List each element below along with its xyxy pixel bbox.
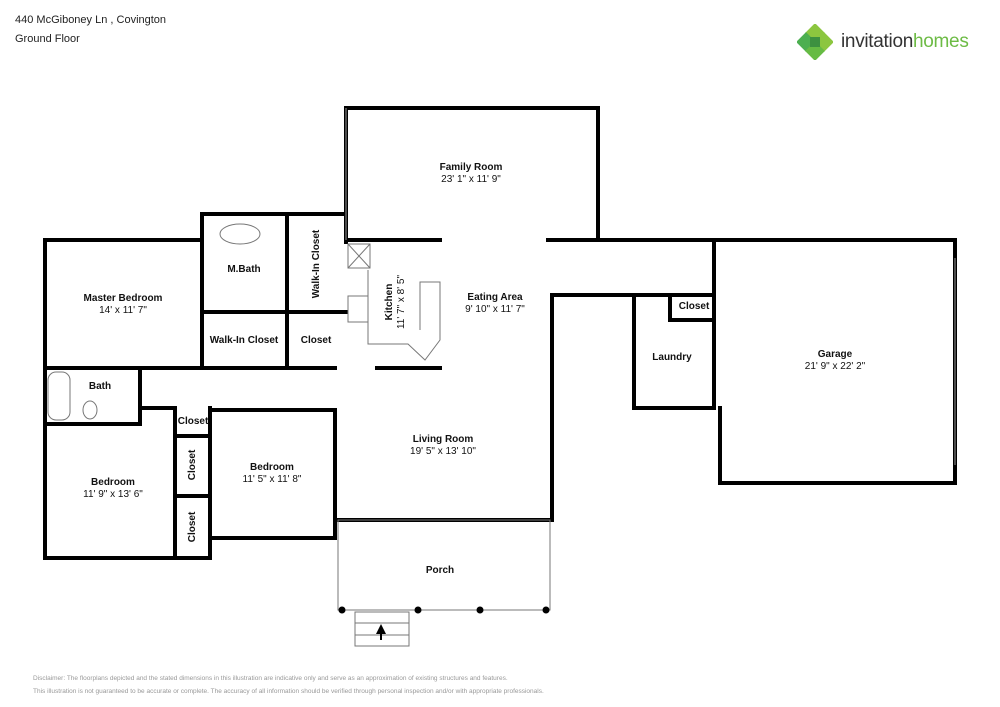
room-walk-in-closet: Walk-In Closet — [209, 335, 279, 346]
disclaimer-line-2: This illustration is not guaranteed to b… — [33, 688, 544, 695]
room-laundry: Laundry — [652, 352, 692, 363]
property-address: 440 McGiboney Ln , Covington — [15, 14, 167, 26]
room-m-bath: M.Bath — [227, 264, 261, 275]
disclaimer-line-1: Disclaimer: The floorplans depicted and … — [33, 675, 508, 682]
room-walk-in-closet-vertical: Walk-In Closet — [311, 229, 322, 299]
logo-wordmark: invitationhomes — [841, 31, 969, 52]
invitation-homes-logo: invitationhomes — [797, 24, 969, 60]
room-closet-hall: Closet — [177, 416, 209, 427]
room-bath: Bath — [88, 381, 112, 392]
floor-label: Ground Floor — [15, 33, 80, 45]
room-closet-master: Closet — [300, 335, 332, 346]
room-closet-laundry: Closet — [678, 301, 710, 312]
room-closet-bedroom-a: Closet — [187, 449, 198, 481]
logo-leaf-icon — [797, 24, 833, 60]
room-porch: Porch — [425, 565, 455, 576]
room-closet-bedroom-b: Closet — [187, 511, 198, 543]
